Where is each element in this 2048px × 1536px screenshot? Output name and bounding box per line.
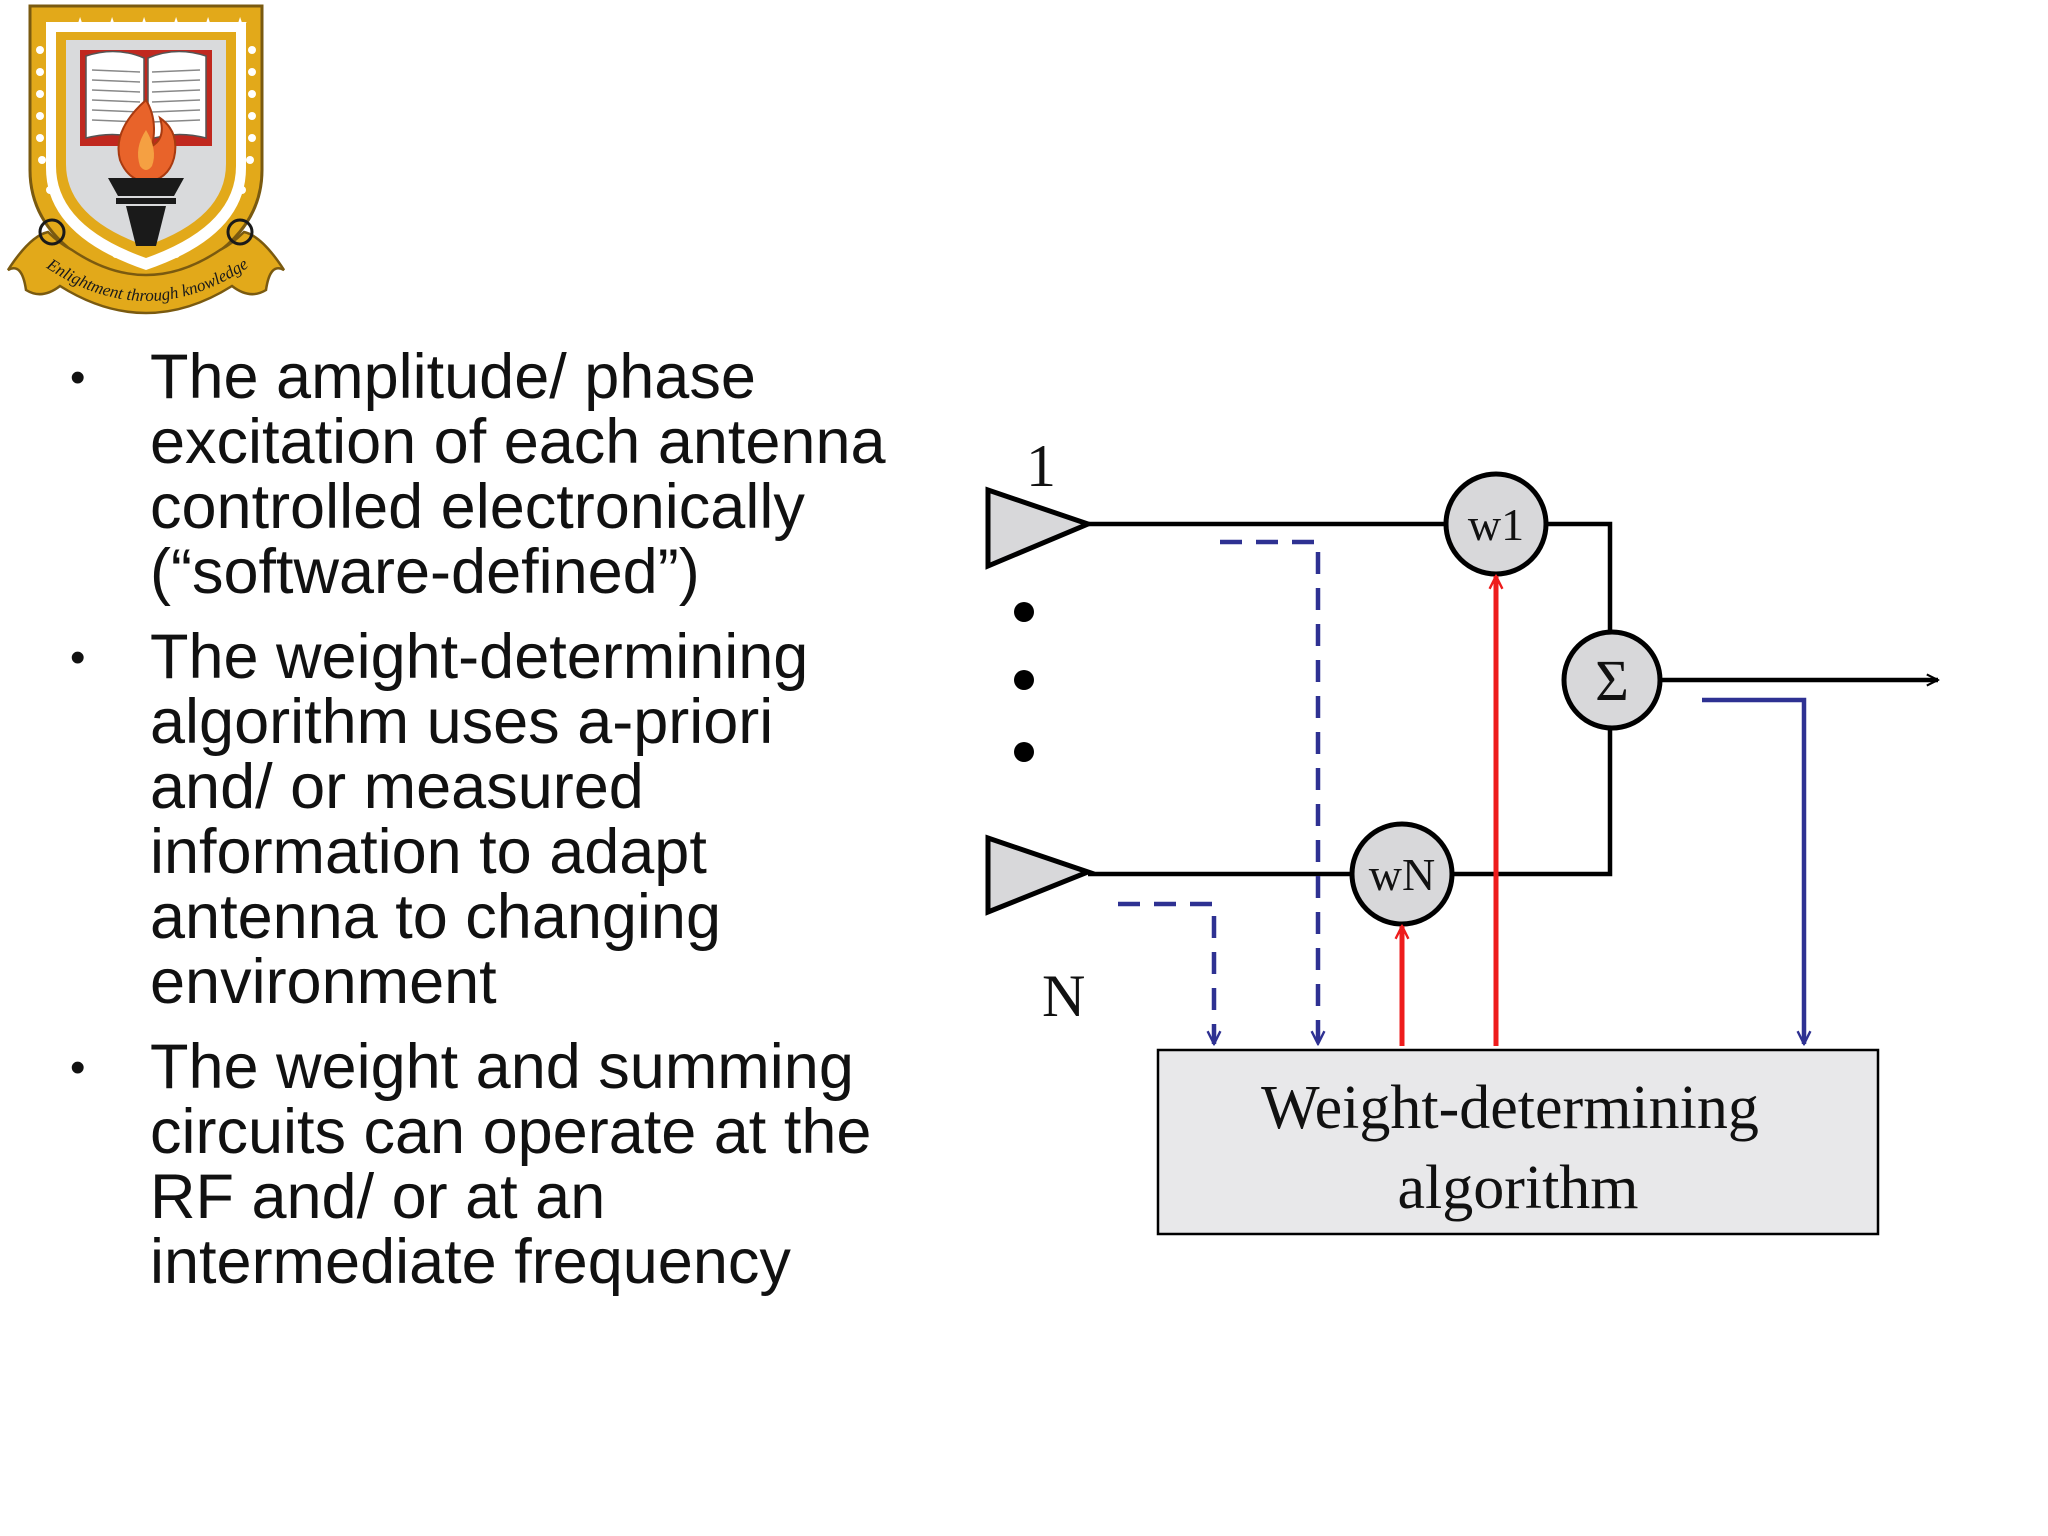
weight-w1-label: w1: [1468, 499, 1524, 550]
weight-algorithm-box: [1156, 1048, 1880, 1236]
bullet-dot-icon: •: [70, 353, 86, 402]
antenna-n-element: [985, 834, 1096, 916]
wn-to-summer-line: [1452, 728, 1613, 877]
bullet-text: The weight-determining algorithm uses a-…: [150, 622, 809, 1017]
bullet-list: • The amplitude/ phase excitation of eac…: [70, 345, 900, 1315]
svg-text:★: ★: [136, 14, 152, 35]
ellipsis-dot: [1014, 602, 1034, 622]
ellipsis-dot: [1014, 742, 1034, 762]
output-feedback-path: [1702, 697, 1804, 1044]
summer-circle: [1561, 629, 1663, 731]
bullet-item: • The weight-determining algorithm uses …: [70, 625, 900, 1015]
ellipsis-dot: [1014, 670, 1034, 690]
antenna-n-sample-path: [1118, 901, 1214, 1044]
svg-text:★: ★: [168, 14, 184, 35]
weight-w1-circle: [1443, 471, 1549, 577]
bullet-item: • The amplitude/ phase excitation of eac…: [70, 345, 900, 605]
w1-to-summer-line: [1546, 521, 1613, 632]
algorithm-box-line-1: Weight-determining: [1261, 1074, 1759, 1142]
antenna-n-label: N: [1042, 963, 1085, 1029]
bullet-text: The weight and summing circuits can oper…: [150, 1032, 872, 1297]
svg-text:★: ★: [200, 14, 216, 35]
svg-text:★: ★: [104, 14, 120, 35]
university-crest-logo: ★ ★ ★ ★ ★ ★: [6, 4, 286, 315]
bullet-dot-icon: •: [70, 1043, 86, 1092]
antenna-1-sample-path: [1220, 539, 1318, 1044]
summer-sigma-label: Σ: [1595, 648, 1629, 713]
weight-wn-circle: [1349, 821, 1455, 927]
bullet-text: The amplitude/ phase excitation of each …: [150, 342, 886, 607]
bullet-dot-icon: •: [70, 633, 86, 682]
svg-text:★: ★: [72, 14, 88, 35]
algorithm-box-line-2: algorithm: [1397, 1154, 1638, 1222]
antenna-1-element: [985, 486, 1096, 570]
svg-text:★: ★: [232, 14, 248, 35]
weight-wn-label: wN: [1369, 849, 1435, 900]
bullet-item: • The weight and summing circuits can op…: [70, 1035, 900, 1295]
antenna-1-label: 1: [1026, 433, 1056, 499]
